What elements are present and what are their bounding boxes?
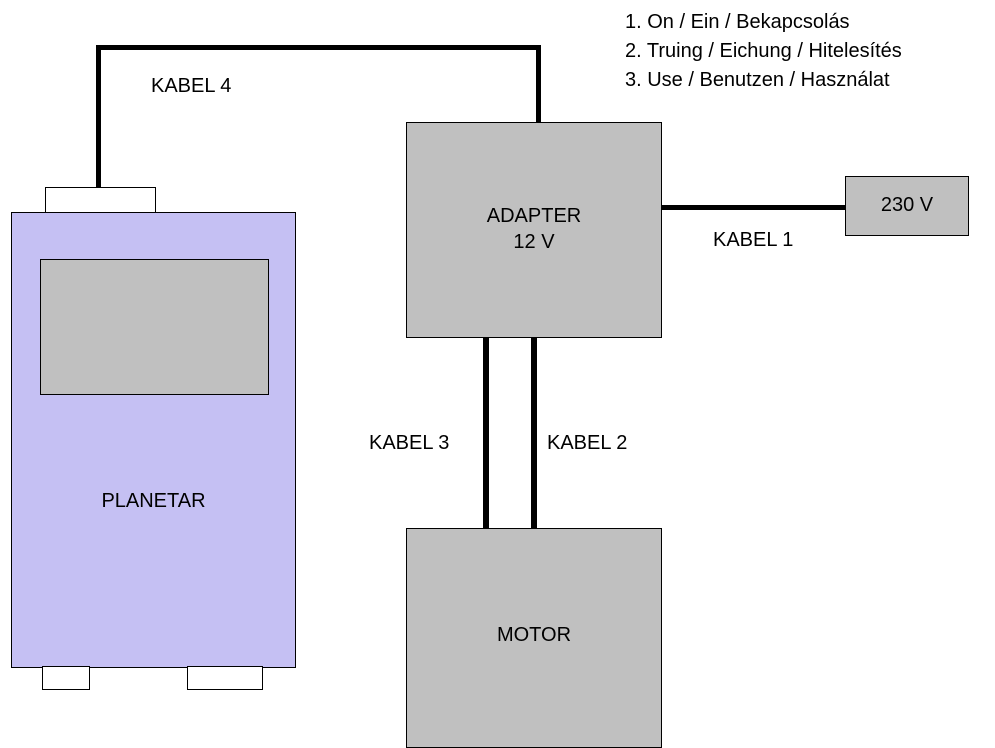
planetar-device: PLANETAR <box>11 212 296 668</box>
kabel1-wire <box>660 205 847 210</box>
motor-box: MOTOR <box>406 528 662 748</box>
adapter-label: ADAPTER <box>486 205 582 227</box>
power-source-box: 230 V <box>845 176 969 236</box>
power-source-label: 230 V <box>880 194 934 216</box>
planetar-bottom-connector-left <box>42 666 90 690</box>
kabel4-label: KABEL 4 <box>151 75 232 97</box>
kabel2-wire <box>531 336 537 532</box>
kabel1-label: KABEL 1 <box>713 229 794 251</box>
step-item-1: 1. On / Ein / Bekapcsolás <box>625 11 850 33</box>
planetar-top-connector <box>45 187 156 214</box>
kabel4-wire-horizontal <box>96 45 541 50</box>
kabel3-label: KABEL 3 <box>369 432 450 454</box>
kabel4-wire-vertical-right <box>536 45 541 123</box>
kabel3-wire <box>483 336 489 532</box>
step-item-3: 3. Use / Benutzen / Használat <box>625 69 890 91</box>
adapter-box: ADAPTER 12 V <box>406 122 662 338</box>
steps-list: 1. On / Ein / Bekapcsolás 2. Truing / Ei… <box>625 8 902 95</box>
planetar-bottom-connector-right <box>187 666 263 690</box>
motor-label: MOTOR <box>496 624 572 646</box>
planetar-screen <box>40 259 269 395</box>
step-item-2: 2. Truing / Eichung / Hitelesítés <box>625 40 902 62</box>
kabel4-wire-vertical-left <box>96 45 101 190</box>
planetar-label: PLANETAR <box>101 490 206 512</box>
kabel2-label: KABEL 2 <box>547 432 628 454</box>
adapter-voltage-label: 12 V <box>513 231 555 253</box>
